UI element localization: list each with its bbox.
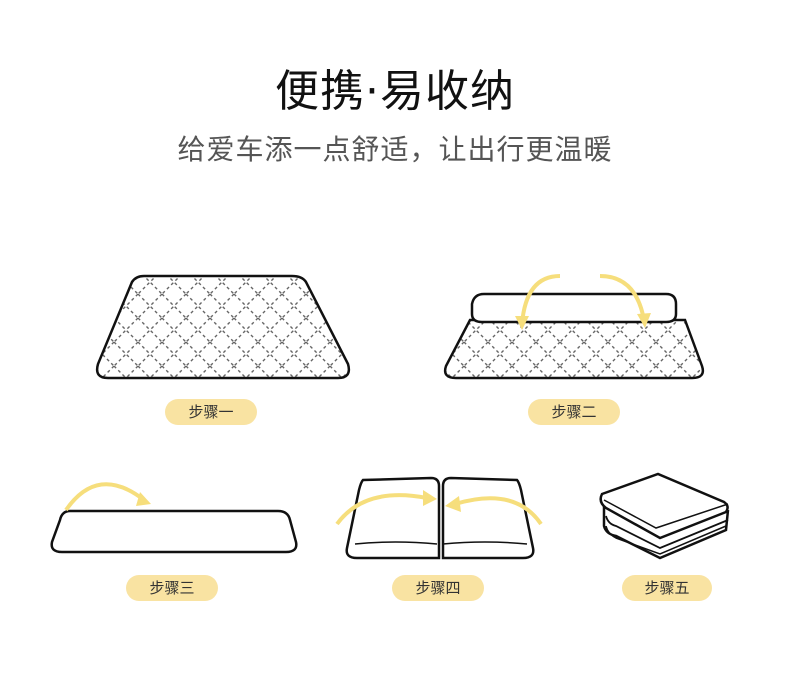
fold-arrow-icon bbox=[454, 496, 543, 526]
folded-stack bbox=[599, 472, 729, 540]
fold-arrow-icon bbox=[599, 274, 646, 321]
quilted-mat bbox=[95, 274, 351, 380]
right-fold bbox=[441, 476, 535, 560]
left-fold bbox=[345, 476, 441, 560]
page-subtitle: 给爱车添一点舒适，让出行更温暖 bbox=[177, 133, 613, 166]
page-title: 便携·易收纳 bbox=[275, 66, 515, 117]
step-3-label: 步骤三 bbox=[126, 575, 218, 601]
quilted-mat bbox=[443, 318, 705, 380]
step-4-label: 步骤四 bbox=[392, 575, 484, 601]
step-5-illustration bbox=[599, 472, 730, 560]
step-2-illustration bbox=[443, 274, 705, 380]
step-3-illustration bbox=[50, 482, 298, 554]
fold-arrow-icon bbox=[520, 274, 561, 325]
step-1-label: 步骤一 bbox=[165, 399, 257, 425]
step-4-illustration bbox=[335, 476, 543, 560]
folded-mat bbox=[50, 509, 298, 554]
fold-arrow-icon bbox=[64, 482, 146, 512]
step-2-label: 步骤二 bbox=[528, 399, 620, 425]
step-5-label: 步骤五 bbox=[622, 575, 712, 601]
fold-arrow-icon bbox=[335, 493, 428, 526]
step-1-illustration bbox=[95, 274, 351, 380]
